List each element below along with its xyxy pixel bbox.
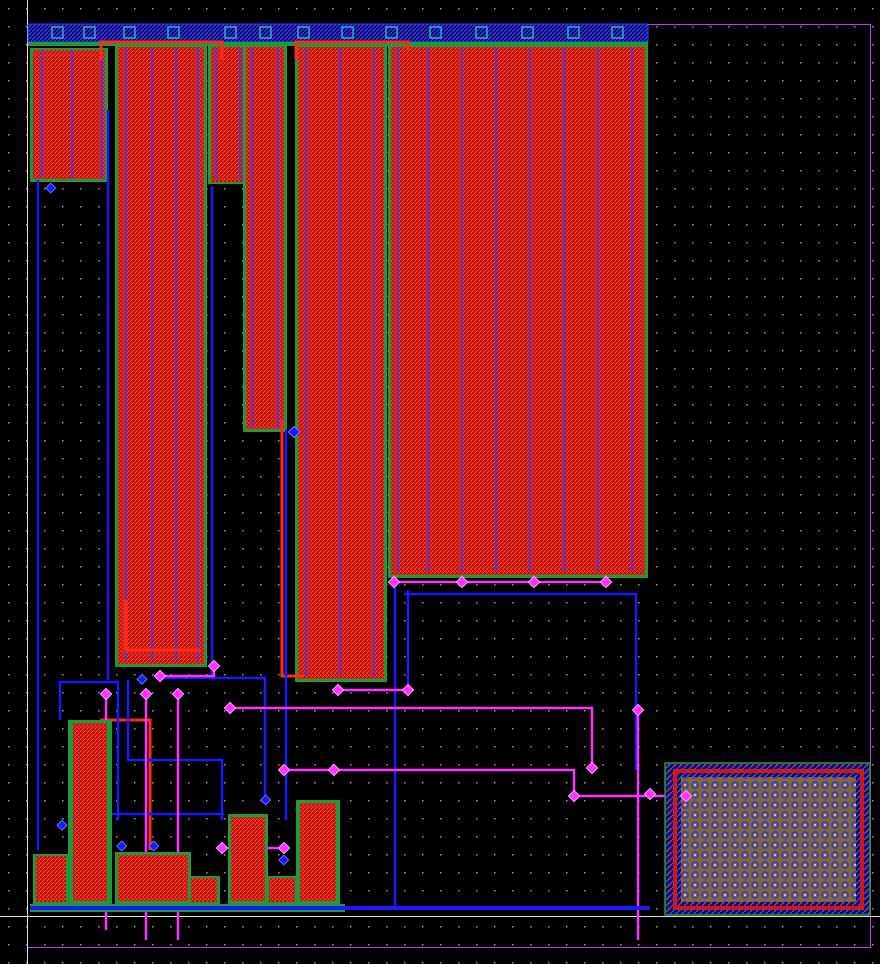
via-markers[interactable]: [99, 575, 693, 855]
via-square-icon: [223, 701, 237, 715]
via-square-icon: [679, 789, 693, 803]
via-square-icon: [401, 683, 415, 697]
bottom-transistor-6[interactable]: [266, 876, 298, 904]
via-square-icon: [327, 763, 341, 777]
transistor-array-large[interactable]: [388, 44, 648, 578]
poly-gate-routing[interactable]: [99, 40, 410, 850]
bottom-transistor-7[interactable]: [296, 800, 340, 904]
via-square-icon: [387, 575, 401, 589]
transistor-array-col-5[interactable]: [295, 44, 387, 682]
via-square-icon: [277, 763, 291, 777]
via-square-icon: [567, 789, 581, 803]
finger-metal-strips: [41, 48, 633, 676]
via-square-icon: [215, 841, 229, 855]
contact-square-icon: [278, 854, 290, 866]
bottom-transistor-5[interactable]: [228, 814, 268, 904]
contact-square-icon: [136, 673, 148, 685]
contact-square-icon: [148, 840, 160, 852]
contact-square-icon: [45, 182, 57, 194]
bottom-transistor-3[interactable]: [115, 852, 191, 904]
via-square-icon: [207, 659, 221, 673]
bottom-transistor-2[interactable]: [33, 854, 69, 904]
contact-square-icon: [116, 840, 128, 852]
bond-pad[interactable]: [664, 762, 871, 916]
bottom-transistor-4[interactable]: [188, 876, 220, 904]
contact-square-icon: [56, 819, 68, 831]
contact-square-icon: [260, 794, 272, 806]
via-square-icon: [331, 683, 345, 697]
via-square-icon: [527, 575, 541, 589]
via-square-icon: [153, 669, 167, 683]
via-square-icon: [139, 687, 153, 701]
transistor-array-col-2[interactable]: [115, 44, 207, 667]
via-square-icon: [171, 687, 185, 701]
via-square-icon: [99, 687, 113, 701]
contact-square-icon: [287, 425, 301, 439]
top-rail-contacts: [51, 26, 624, 39]
bottom-rail[interactable]: [30, 904, 650, 912]
via-square-icon: [599, 575, 613, 589]
bottom-transistor-1[interactable]: [68, 720, 112, 904]
via-square-icon: [585, 761, 599, 775]
contact-markers: [45, 182, 301, 866]
transistor-array-left-small[interactable]: [30, 48, 108, 182]
via-square-icon: [455, 575, 469, 589]
transistor-array-col-4[interactable]: [243, 44, 287, 432]
via-square-icon: [277, 841, 291, 855]
transistor-array-col-3-small[interactable]: [208, 44, 248, 184]
via-square-icon: [643, 787, 657, 801]
via-square-icon: [631, 703, 645, 717]
